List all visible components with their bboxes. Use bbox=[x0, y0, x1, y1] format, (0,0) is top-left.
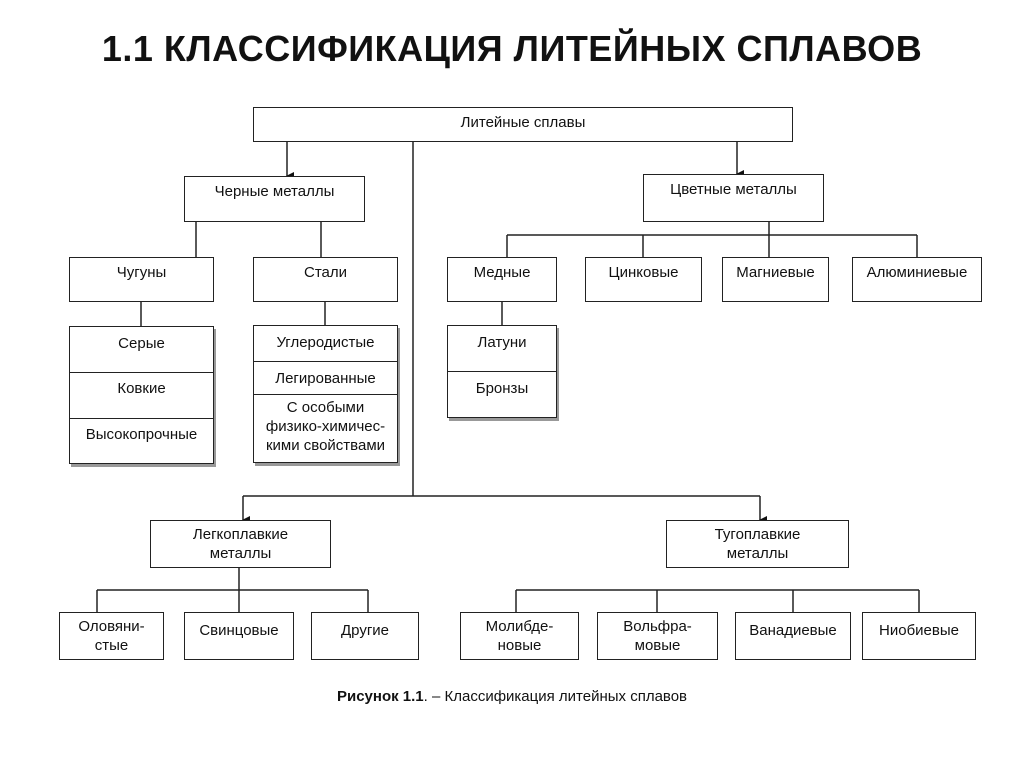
steel-type: Легированные bbox=[254, 361, 397, 388]
figure-caption: Рисунок 1.1. – Классификация литейных сп… bbox=[0, 688, 1024, 705]
tin-node: Оловяни-стые bbox=[59, 612, 164, 660]
refractory-item-label: Молибде-новые bbox=[485, 618, 554, 654]
low-melting-metals-node: Легкоплавкие металлы bbox=[150, 520, 331, 568]
lead-node: Свинцовые bbox=[184, 612, 294, 660]
nonferrous-metals-label: Цветные металлы bbox=[670, 181, 797, 198]
cast-iron-type: Серые bbox=[118, 335, 165, 352]
refractory-item-label: Вольфра-мовые bbox=[623, 618, 692, 654]
cast-iron-node: Чугуны bbox=[69, 257, 214, 302]
cast-iron-label: Чугуны bbox=[116, 264, 167, 281]
cast-iron-type: Ковкие bbox=[70, 372, 213, 398]
niobium-node: Ниобиевые bbox=[862, 612, 976, 660]
figure-number: Рисунок 1.1 bbox=[336, 688, 424, 705]
refractory-metals-node: Тугоплавкие металлы bbox=[666, 520, 849, 568]
magnesium-node: Магниевые bbox=[722, 257, 829, 302]
nonferrous-group-label: Магниевые bbox=[736, 264, 815, 281]
copper-type: Бронзы bbox=[448, 371, 556, 398]
refractory-item-label: Ванадиевые bbox=[749, 622, 837, 639]
molybdenum-node: Молибде-новые bbox=[460, 612, 579, 660]
cast-iron-type: Высокопрочные bbox=[70, 418, 213, 444]
vanadium-node: Ванадиевые bbox=[735, 612, 851, 660]
aluminum-node: Алюминиевые bbox=[852, 257, 982, 302]
tungsten-node: Вольфра-мовые bbox=[597, 612, 718, 660]
other-node: Другие bbox=[311, 612, 419, 660]
ferrous-metals-label: Черные металлы bbox=[214, 183, 335, 200]
low-melting-item-label: Оловяни-стые bbox=[78, 618, 145, 654]
root-label: Литейные сплавы bbox=[460, 114, 586, 131]
copper-node: Медные bbox=[447, 257, 557, 302]
slide-title: 1.1 КЛАССИФИКАЦИЯ ЛИТЕЙНЫХ СПЛАВОВ bbox=[101, 28, 923, 69]
root-node: Литейные сплавы bbox=[253, 107, 793, 142]
nonferrous-group-label: Медные bbox=[473, 264, 531, 281]
figure-caption-text: . – Классификация литейных сплавов bbox=[423, 688, 688, 705]
steel-types-box: Углеродистые Легированные С особыми физи… bbox=[253, 325, 398, 463]
steel-type: Углеродистые bbox=[276, 334, 375, 351]
zinc-node: Цинковые bbox=[585, 257, 702, 302]
nonferrous-group-label: Цинковые bbox=[608, 264, 679, 281]
nonferrous-group-label: Алюминиевые bbox=[866, 264, 968, 281]
steel-node: Стали bbox=[253, 257, 398, 302]
cast-iron-types-box: Серые Ковкие Высокопрочные bbox=[69, 326, 214, 464]
copper-type: Латуни bbox=[477, 334, 527, 351]
low-melting-metals-label: Легкоплавкие металлы bbox=[192, 526, 289, 562]
steel-label: Стали bbox=[303, 264, 347, 281]
nonferrous-metals-node: Цветные металлы bbox=[643, 174, 824, 222]
refractory-metals-label: Тугоплавкие металлы bbox=[714, 526, 801, 562]
low-melting-item-label: Другие bbox=[340, 622, 390, 639]
steel-type: С особыми физико-химичес-кими свойствами bbox=[254, 394, 397, 455]
ferrous-metals-node: Черные металлы bbox=[184, 176, 365, 222]
low-melting-item-label: Свинцовые bbox=[199, 622, 279, 639]
copper-types-box: Латуни Бронзы bbox=[447, 325, 557, 418]
refractory-item-label: Ниобиевые bbox=[879, 622, 959, 639]
